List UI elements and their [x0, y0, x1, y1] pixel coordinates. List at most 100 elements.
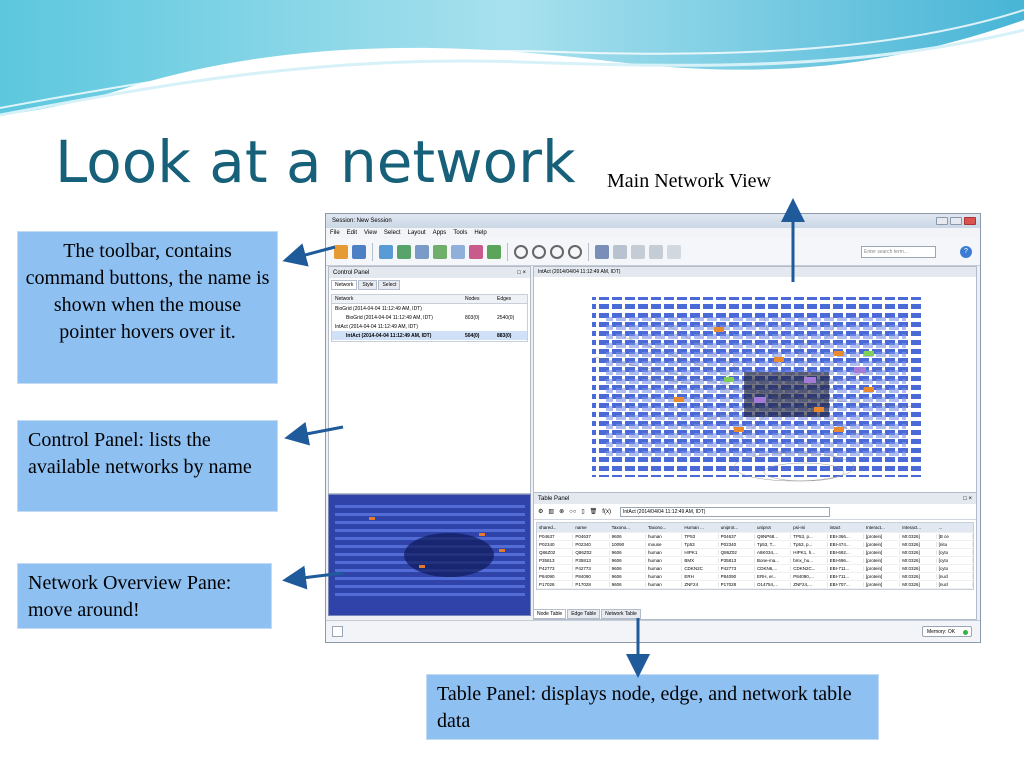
table-cell[interactable]: Q86Z02: [537, 550, 574, 555]
column-header[interactable]: Taxono...: [646, 525, 683, 530]
table-cell[interactable]: HIPK1, h...: [791, 550, 828, 555]
column-header[interactable]: Taxono...: [610, 525, 646, 530]
column-header[interactable]: Interact...: [900, 525, 937, 530]
table-cell[interactable]: [protein]: [864, 550, 901, 555]
table-cell[interactable]: P02340: [719, 542, 755, 547]
table-cell[interactable]: [protein]: [864, 542, 901, 547]
table-cell[interactable]: CDKN6,...: [755, 566, 792, 571]
table-cell[interactable]: P17028: [537, 582, 574, 587]
link-icon[interactable]: ⊗: [559, 509, 565, 515]
table-cell[interactable]: [nitu: [937, 542, 973, 547]
column-header[interactable]: ...: [937, 525, 973, 530]
table-cell[interactable]: P84090: [537, 574, 574, 579]
table-cell[interactable]: 10090: [610, 542, 646, 547]
export-table-icon[interactable]: [451, 244, 465, 259]
table-cell[interactable]: [nucl: [937, 582, 973, 587]
table-cell[interactable]: MI:0326]: [900, 534, 937, 539]
table-cell[interactable]: P02340: [537, 542, 574, 547]
table-cell[interactable]: TP53, p...: [791, 534, 828, 539]
network-layout-icon[interactable]: [595, 244, 609, 259]
table-cell[interactable]: MI:0326]: [900, 566, 937, 571]
first-neighbors-icon[interactable]: [613, 244, 627, 259]
menu-file[interactable]: File: [330, 230, 340, 236]
table-cell[interactable]: EBI-474...: [828, 542, 864, 547]
search-input[interactable]: Enter search term...: [861, 245, 936, 258]
table-cell[interactable]: P17028: [573, 582, 610, 587]
menu-edit[interactable]: Edit: [346, 230, 358, 236]
show-all-icon[interactable]: [649, 244, 663, 259]
table-cell[interactable]: ERH: [682, 574, 719, 579]
table-cell[interactable]: Tp53, T...: [755, 542, 792, 547]
zoom-in-icon[interactable]: [514, 244, 528, 259]
table-cell[interactable]: Tp53, p...: [791, 542, 828, 547]
save-session-icon[interactable]: [352, 244, 366, 259]
unlink-icon[interactable]: ○○: [569, 508, 577, 515]
network-overview-pane[interactable]: [328, 494, 531, 616]
table-cell[interactable]: BMX: [682, 558, 719, 563]
column-nodes[interactable]: Nodes: [465, 296, 480, 302]
table-cell[interactable]: A8K034,...: [755, 550, 792, 555]
menu-select[interactable]: Select: [383, 230, 401, 236]
table-cell[interactable]: MI:0326]: [900, 542, 937, 547]
table-cell[interactable]: human: [646, 574, 683, 579]
maximize-button[interactable]: [950, 217, 962, 225]
zoom-fit-icon[interactable]: [550, 244, 564, 259]
menu-apps[interactable]: Apps: [432, 230, 447, 236]
table-cell[interactable]: P35813: [573, 558, 610, 563]
network-list-item-selected[interactable]: IntAct (2014-04-04 11:12:49 AM, IDT) 504…: [332, 331, 527, 340]
table-cell[interactable]: P84090: [573, 574, 610, 579]
table-cell[interactable]: ERH, er...: [755, 574, 792, 579]
column-header[interactable]: uniprot...: [719, 525, 755, 530]
table-cell[interactable]: human: [646, 534, 683, 539]
help-icon[interactable]: ?: [960, 245, 972, 258]
table-cell[interactable]: TP53: [682, 534, 719, 539]
main-network-view[interactable]: IntAct (2014/04/04 11:12:49 AM, IDT): [533, 266, 977, 494]
table-cell[interactable]: P84090: [719, 574, 755, 579]
menu-tools[interactable]: Tools: [453, 230, 468, 236]
table-cell[interactable]: human: [646, 566, 683, 571]
table-cell[interactable]: MI:0326]: [900, 550, 937, 555]
table-selector[interactable]: IntAct (2014/04/04 11:12:49 AM, IDT): [619, 506, 830, 517]
table-cell[interactable]: [protein]: [864, 534, 901, 539]
column-header[interactable]: Interact...: [864, 525, 901, 530]
table-cell[interactable]: O14754,...: [755, 582, 792, 587]
table-panel-close[interactable]: □ ×: [963, 495, 972, 502]
zoom-out-icon[interactable]: [532, 244, 546, 259]
table-cell[interactable]: P35813: [537, 558, 574, 563]
table-cell[interactable]: 9606: [610, 550, 646, 555]
table-cell[interactable]: Q9NP68...: [755, 534, 792, 539]
table-cell[interactable]: EBI-696...: [828, 558, 864, 563]
network-list-item[interactable]: BioGrid (2014-04-04 11:12:49 AM, IDT) 80…: [332, 313, 527, 322]
new-column-icon[interactable]: ▯: [581, 509, 585, 515]
export-network-icon[interactable]: [433, 244, 447, 259]
table-cell[interactable]: ZNF24,...: [791, 582, 828, 587]
table-cell[interactable]: [cyto: [937, 550, 973, 555]
table-cell[interactable]: EBI-366...: [828, 534, 864, 539]
table-cell[interactable]: ZNF24: [682, 582, 719, 587]
table-cell[interactable]: MI:0326]: [900, 574, 937, 579]
table-cell[interactable]: 9606: [610, 566, 646, 571]
column-header[interactable]: uniprot: [755, 525, 792, 530]
table-cell[interactable]: [nucl: [937, 574, 973, 579]
table-cell[interactable]: Tp53: [682, 542, 719, 547]
import-network-icon[interactable]: [379, 244, 393, 259]
table-cell[interactable]: [cyto: [937, 558, 973, 563]
task-history-icon[interactable]: [332, 626, 343, 637]
table-cell[interactable]: [cyto: [937, 566, 973, 571]
tab-node-table[interactable]: Node Table: [533, 609, 567, 619]
memory-status-button[interactable]: Memory: OK: [922, 626, 972, 637]
import-network-db-icon[interactable]: [397, 244, 411, 259]
menu-layout[interactable]: Layout: [407, 230, 426, 236]
table-cell[interactable]: [protein]: [864, 582, 901, 587]
table-cell[interactable]: P02340: [573, 542, 610, 547]
column-header[interactable]: shared...: [537, 525, 574, 530]
column-edges[interactable]: Edges: [497, 296, 512, 302]
control-panel-close[interactable]: □ ×: [517, 269, 526, 276]
show-columns-icon[interactable]: ▥: [548, 509, 555, 515]
table-cell[interactable]: [B ce: [937, 534, 973, 539]
table-cell[interactable]: HIPK1: [682, 550, 719, 555]
